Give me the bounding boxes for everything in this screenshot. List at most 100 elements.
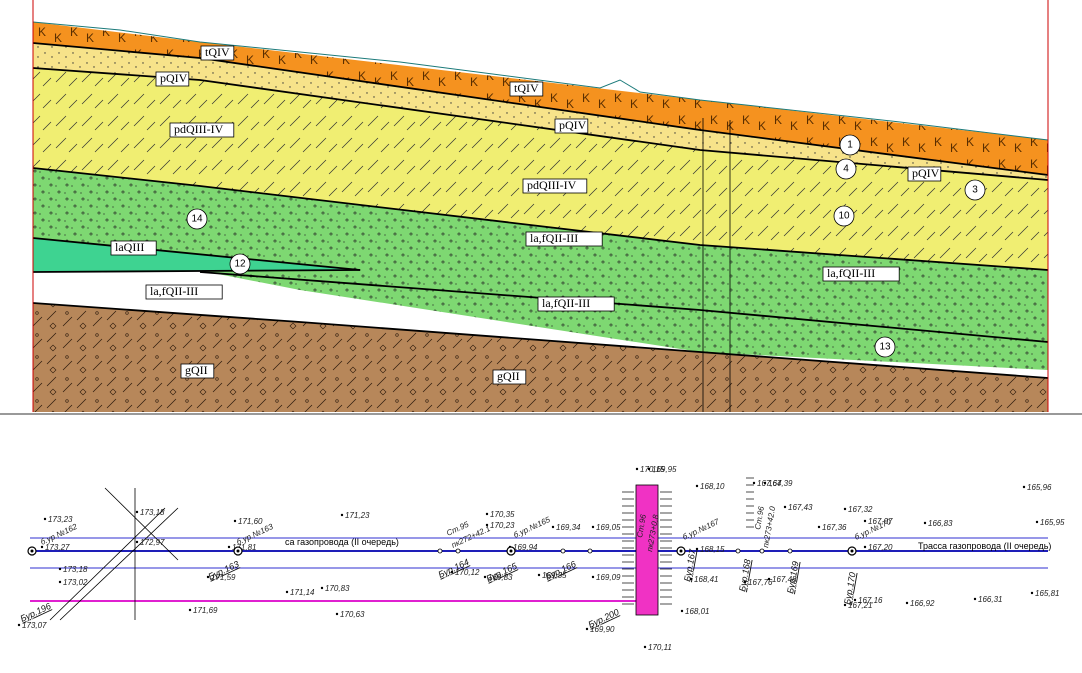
elevation-label: 170,63 (340, 610, 365, 619)
elevation-point (843, 507, 847, 511)
well-marker-center (679, 549, 683, 553)
elevation-point (863, 519, 867, 523)
elevation-label: 167,64 (757, 479, 782, 488)
elevation-point (537, 573, 541, 577)
elevation-point (1022, 485, 1026, 489)
elevation-label: 170,35 (490, 510, 515, 519)
layer-label-gq1: gQII (180, 363, 215, 379)
elevation-label: 167,20 (868, 543, 893, 552)
elevation-point (752, 481, 756, 485)
elevation-point (485, 523, 489, 527)
layer-label-laq: laQIII (110, 240, 157, 256)
crossing-strip (635, 484, 659, 616)
elevation-point (591, 525, 595, 529)
elevation-label: 169,83 (488, 573, 513, 582)
elevation-point (188, 608, 192, 612)
elevation-label: 173,18 (140, 508, 165, 517)
svg-text:gQII: gQII (185, 363, 208, 377)
layer-label-laf3: la,fQII-III (537, 296, 615, 312)
well-marker-center (236, 549, 240, 553)
elevation-point (689, 577, 693, 581)
layer-label-pdq2: pdQIII-IV (522, 178, 588, 194)
svg-text:pdQIII-IV: pdQIII-IV (527, 178, 577, 192)
route-plan: са газопровода (II очередь) Трасса газоп… (17, 465, 1065, 652)
crossing-road (49, 507, 166, 621)
layer-number-14: 14 (186, 208, 208, 230)
route-label-left: са газопровода (II очередь) (285, 537, 399, 547)
elevation-label: 171,69 (193, 606, 218, 615)
elevation-label: 171,81 (232, 543, 256, 552)
elevation-label: 167,36 (822, 523, 847, 532)
elevation-label: 166,83 (928, 519, 953, 528)
elevation-point (335, 612, 339, 616)
elevation-point (450, 570, 454, 574)
elevation-label: 169,35 (542, 571, 567, 580)
elevation-point (233, 519, 237, 523)
elevation-point (551, 525, 555, 529)
elevation-label: 169,90 (590, 625, 615, 634)
layer-number-10: 10 (833, 205, 855, 227)
elevation-label: 170,15 (640, 465, 665, 474)
layer-label-laf4: la,fQII-III (822, 266, 900, 282)
svg-text:1: 1 (847, 140, 853, 151)
svg-text:la,fQII-III: la,fQII-III (542, 296, 590, 310)
elevation-point (853, 598, 857, 602)
elevation-label: 173,07 (22, 621, 47, 630)
elevation-point (17, 623, 21, 627)
svg-text:la,fQII-III: la,fQII-III (530, 231, 578, 245)
layer-label-pq3: pQIV (907, 166, 942, 182)
layer-label-pq2: pQIV (554, 118, 589, 134)
layer-moraine-pattern (33, 303, 1048, 412)
layer-label-gq2: gQII (492, 369, 527, 385)
crossing-road (104, 487, 179, 561)
svg-text:13: 13 (879, 342, 891, 353)
elevation-label: 168,10 (700, 482, 725, 491)
borehole-label: Бур.169 (785, 560, 801, 594)
elevation-point (340, 513, 344, 517)
elevation-label: 166,31 (978, 595, 1002, 604)
elevation-label: 169,05 (596, 523, 621, 532)
axis-point (735, 548, 741, 554)
elevation-point (206, 575, 210, 579)
elevation-label: 167,16 (858, 596, 883, 605)
elevation-point (647, 467, 651, 471)
elevation-label: 168,15 (700, 545, 725, 554)
elevation-point (483, 575, 487, 579)
elevation-label: 168,41 (694, 575, 718, 584)
elevation-label: 167,39 (768, 479, 793, 488)
svg-text:pQIV: pQIV (559, 118, 587, 132)
cross-section: tQIV tQIV pQIV pQIV pQIV pdQIII-IV pdQIII-IV la… (0, 0, 1082, 415)
layer-label-pdq1: pdQIII-IV (169, 122, 235, 138)
elevation-label: 170,23 (490, 521, 515, 530)
layer-label-pq1: pQIV (155, 71, 190, 87)
svg-text:pQIV: pQIV (912, 166, 940, 180)
elevation-label: 169,94 (513, 543, 538, 552)
elevation-label: 169,34 (556, 523, 581, 532)
elevation-point (923, 521, 927, 525)
elevation-point (135, 510, 139, 514)
elevation-label: 167,76 (748, 578, 773, 587)
elevation-point (485, 512, 489, 516)
axis-point (455, 548, 461, 554)
svg-text:tQIV: tQIV (514, 81, 539, 95)
elevation-point (680, 609, 684, 613)
elevation-label: 166,92 (910, 599, 935, 608)
elevation-label: 173,02 (63, 578, 88, 587)
elevation-label: 169,95 (652, 465, 677, 474)
elevation-point (40, 545, 44, 549)
svg-text:gQII: gQII (497, 369, 520, 383)
elevation-label: 173,18 (63, 565, 88, 574)
station-label: Ст.96 (753, 505, 766, 530)
elevation-point (973, 597, 977, 601)
elevation-label: 171,14 (290, 588, 315, 597)
svg-text:pQIV: pQIV (160, 71, 188, 85)
svg-text:14: 14 (191, 214, 203, 225)
elevation-point (58, 567, 62, 571)
ground-surface (32, 21, 1049, 141)
elevation-point (1035, 520, 1039, 524)
layer-boundaries (32, 42, 1049, 379)
elevation-label: 171,59 (211, 573, 236, 582)
elevation-point (58, 580, 62, 584)
layer-label-tq1: tQIV (200, 45, 235, 61)
